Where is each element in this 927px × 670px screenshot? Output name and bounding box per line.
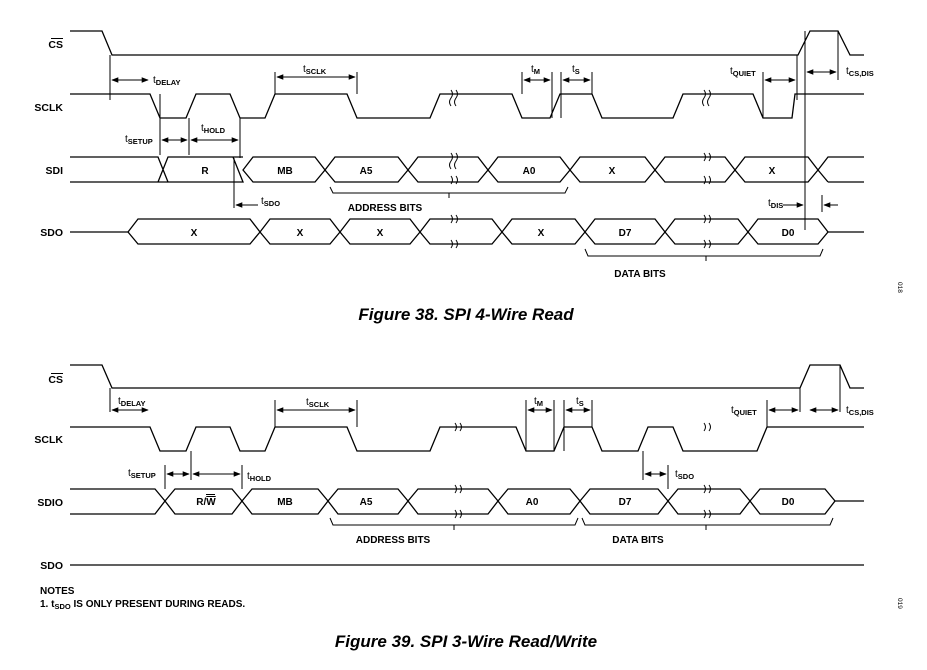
cs-waveform-39 — [70, 364, 864, 389]
t-hold-label-39: tHOLD — [247, 471, 272, 483]
sdo-cell-x-1: X — [191, 228, 198, 239]
sdio-cell-mb: MB — [277, 497, 293, 508]
sdi-break-38 — [449, 152, 711, 185]
address-bits-label-39: ADDRESS BITS — [356, 535, 431, 546]
figure-38-caption: Figure 38. SPI 4-Wire Read — [358, 305, 574, 324]
t-sclk-label-38: tSCLK — [303, 64, 327, 76]
t-dis-label-38: tDIS — [768, 198, 783, 210]
sdio-cell-d7: D7 — [619, 497, 632, 508]
t-csdis-label-38: tCS,DIS — [846, 66, 874, 78]
sdo-break-38 — [450, 214, 711, 249]
cs-label-38: CS — [48, 39, 63, 51]
sdio-cell-d0: D0 — [782, 497, 795, 508]
notes-heading: NOTES — [40, 586, 75, 597]
t-setup-label-38: tSETUP — [125, 134, 153, 146]
t-s-label-39: tS — [576, 396, 584, 408]
t-sdo-label-39: tSDO — [675, 469, 694, 481]
address-bits-label-38: ADDRESS BITS — [348, 203, 423, 214]
timing-arrows-39 — [111, 407, 839, 477]
sdo-cell-x-4: X — [538, 228, 545, 239]
sdo-cell-d0: D0 — [782, 228, 795, 239]
sdio-label-39: SDIO — [37, 497, 63, 509]
sdo-label-39: SDO — [40, 560, 63, 572]
sclk-label-38: SCLK — [34, 102, 63, 114]
figure-id-39: 019 — [896, 598, 903, 609]
address-bracket-38 — [329, 186, 569, 194]
t-m-label-39: tM — [534, 396, 543, 408]
t-quiet-label-39: tQUIET — [731, 405, 757, 417]
data-bits-label-38: DATA BITS — [614, 269, 666, 280]
sdo-cell-x-2: X — [297, 228, 304, 239]
sclk-break-39 — [454, 422, 711, 432]
sdi-cell-mb: MB — [277, 166, 293, 177]
t-sclk-label-39: tSCLK — [306, 397, 330, 409]
t-delay-label-39: tDELAY — [118, 396, 146, 408]
t-setup-label-39: tSETUP — [128, 468, 156, 480]
t-s-label-38: tS — [572, 64, 580, 76]
data-bits-label-39: DATA BITS — [612, 535, 664, 546]
timing-guides-39 — [109, 365, 841, 489]
data-bracket-38 — [584, 248, 824, 257]
data-bracket-39 — [581, 517, 834, 526]
figure-39-caption: Figure 39. SPI 3-Wire Read/Write — [335, 632, 597, 651]
sclk-waveform-39 — [70, 426, 864, 452]
sclk-label-39: SCLK — [34, 434, 63, 446]
t-hold-label-38: tHOLD — [201, 123, 226, 135]
timing-guides-38 — [109, 31, 839, 230]
address-bracket-39 — [329, 517, 579, 526]
cs-label-39: CS — [48, 374, 63, 386]
sdi-cell-x-1: X — [609, 166, 616, 177]
sdi-cell-r: R — [201, 166, 209, 177]
figure-39: CS SCLK SDIO SDO — [34, 364, 903, 651]
t-sdo-label-38: tSDO — [261, 196, 280, 208]
t-m-label-38: tM — [531, 64, 540, 76]
sclk-break-38 — [449, 89, 711, 107]
figure-38: CS SCLK SDI SDO — [34, 30, 903, 324]
sdi-bus-38 — [70, 156, 864, 183]
sdio-cell-a0: A0 — [526, 497, 539, 508]
sdio-bus-39 — [70, 488, 864, 515]
sdo-label-38: SDO — [40, 227, 63, 239]
figure-id-38: 018 — [896, 282, 903, 293]
t-delay-label-38: tDELAY — [153, 75, 181, 87]
timing-arrows-38 — [111, 69, 838, 208]
sdio-break-39 — [454, 484, 711, 519]
sdi-cell-a5: A5 — [360, 166, 373, 177]
t-quiet-label-38: tQUIET — [730, 66, 756, 78]
cs-waveform-38 — [70, 30, 864, 56]
sdio-cell-a5: A5 — [360, 497, 373, 508]
sclk-waveform-38 — [70, 93, 864, 119]
sdi-label-38: SDI — [45, 165, 63, 177]
t-csdis-label-39: tCS,DIS — [846, 405, 874, 417]
sdio-cell-rw: R/W — [196, 497, 216, 508]
sdi-cell-x-2: X — [769, 166, 776, 177]
sdi-cell-a0: A0 — [523, 166, 536, 177]
notes-item-1: 1. tSDO IS ONLY PRESENT DURING READS. — [40, 599, 245, 611]
sdo-bus-38 — [70, 218, 864, 245]
sdo-cell-x-3: X — [377, 228, 384, 239]
sdo-cell-d7: D7 — [619, 228, 632, 239]
